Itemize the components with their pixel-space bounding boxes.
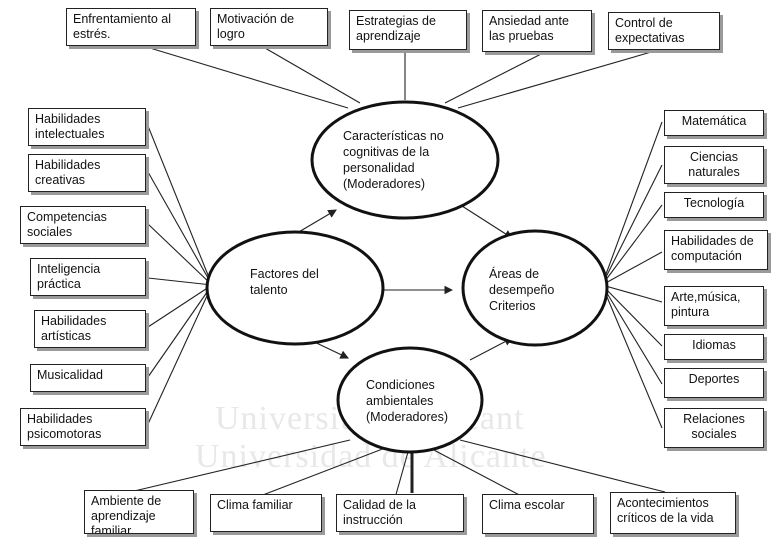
- bottom-box-family-learning: Ambiente de aprendizaje familiar: [84, 490, 194, 534]
- personality-moderators-label: Características no cognitivas de la pers…: [343, 129, 444, 191]
- right-box-science: Ciencias naturales: [664, 146, 764, 184]
- bottom-box-family-climate: Clima familiar: [210, 494, 322, 532]
- environment-moderators-label: Condiciones ambientales (Moderadores): [366, 378, 448, 424]
- talent-factors-label: Factores del talento: [250, 267, 319, 297]
- top-box-expectations: Control de expectativas: [608, 12, 720, 50]
- left-box-practical: Inteligencia práctica: [30, 258, 146, 296]
- top-box-stress: Enfrentamiento al estrés.: [66, 8, 196, 46]
- ellipse-areas: [461, 229, 609, 347]
- left-box-creative: Habilidades creativas: [28, 154, 146, 192]
- bottom-box-instruction: Calidad de la instrucción: [336, 494, 464, 532]
- left-box-psychomotor: Habilidades psicomotoras: [20, 408, 146, 446]
- left-box-musicality: Musicalidad: [30, 364, 146, 392]
- left-box-intellectual: Habilidades intelectuales: [28, 108, 146, 146]
- right-box-sports: Deportes: [664, 368, 764, 398]
- right-box-technology: Tecnología: [664, 192, 764, 218]
- performance-areas-label: Áreas de desempeño Criterios: [489, 267, 555, 313]
- top-box-anxiety: Ansiedad ante las pruebas: [482, 10, 592, 52]
- ellipse-environment: [336, 346, 484, 454]
- ellipse-personality: [310, 100, 500, 220]
- left-box-social: Competencias sociales: [20, 206, 146, 244]
- bottom-box-school-climate: Clima escolar: [482, 494, 594, 534]
- right-box-languages: Idiomas: [664, 334, 764, 360]
- right-box-relations: Relaciones sociales: [664, 408, 764, 448]
- ellipse-talent: [205, 230, 385, 346]
- left-box-artistic: Habilidades artísticas: [34, 310, 146, 348]
- right-box-arts: Arte,música, pintura: [664, 286, 764, 326]
- right-box-math: Matemática: [664, 110, 764, 136]
- top-box-strategies: Estrategias de aprendizaje: [349, 10, 467, 50]
- bottom-box-life-events: Acontecimientos críticos de la vida: [610, 492, 736, 534]
- top-box-motivation: Motivación de logro: [210, 8, 328, 46]
- right-box-computing: Habilidades de computación: [664, 230, 768, 270]
